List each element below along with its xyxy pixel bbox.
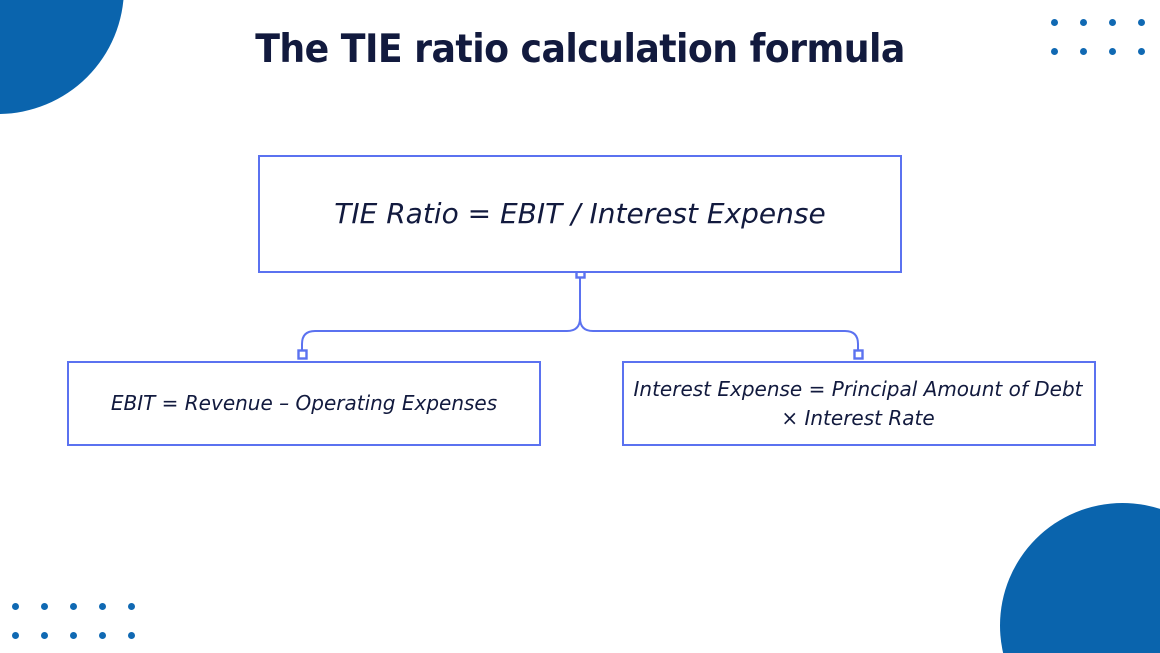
decorative-circle-bottom-right [1000,503,1160,653]
connector-handle-right[interactable] [853,349,864,360]
connector-path-right [579,277,859,357]
diagram-node-interest-expense[interactable]: Interest Expense = Principal Amount of D… [622,361,1096,446]
dot [41,632,48,639]
dot [128,632,135,639]
dot [12,603,19,610]
diagram-node-ebit[interactable]: EBIT = Revenue – Operating Expenses [67,361,541,446]
dot [99,603,106,610]
dot [99,632,106,639]
page-title: The TIE ratio calculation formula [255,27,905,72]
connector-path-left [301,277,581,357]
dot [1080,19,1087,26]
diagram-node-tie-ratio[interactable]: TIE Ratio = EBIT / Interest Expense [258,155,902,273]
dot [1138,19,1145,26]
dot [1051,19,1058,26]
connector-handle-left[interactable] [297,349,308,360]
decorative-dot-grid-top-right [1051,19,1145,55]
dot [1138,48,1145,55]
decorative-dot-grid-bottom-left [12,603,135,639]
diagram-node-interest-expense-label: Interest Expense = Principal Amount of D… [633,376,1083,430]
dot [70,603,77,610]
dot [1080,48,1087,55]
diagram-node-tie-ratio-label: TIE Ratio = EBIT / Interest Expense [334,196,826,230]
dot [1051,48,1058,55]
dot [128,603,135,610]
diagram-node-ebit-label: EBIT = Revenue – Operating Expenses [110,391,498,415]
dot [41,603,48,610]
dot [70,632,77,639]
dot [1109,48,1116,55]
dot [12,632,19,639]
dot [1109,19,1116,26]
